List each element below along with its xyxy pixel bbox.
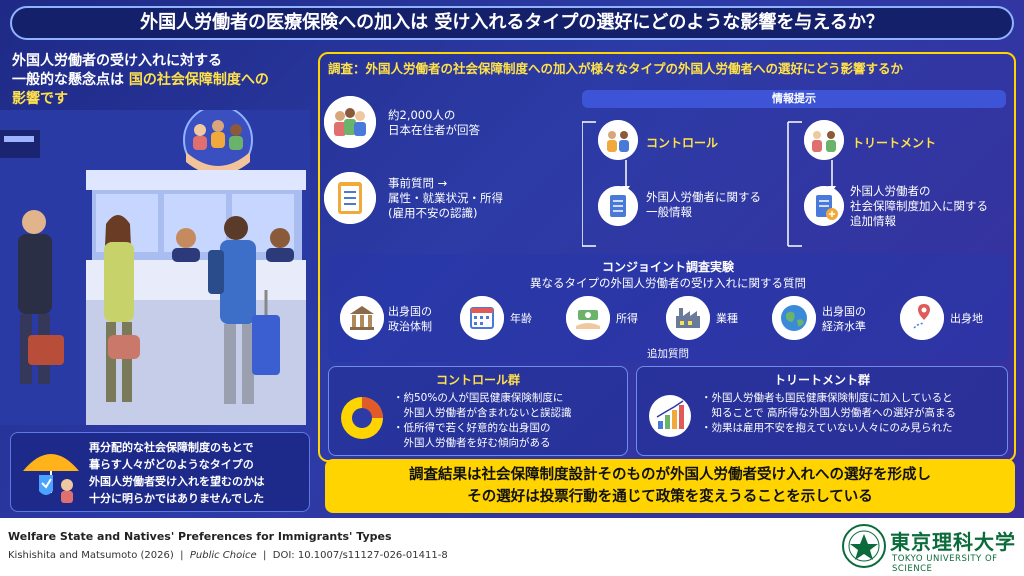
respondents-icon <box>324 96 376 148</box>
protected-people-icon <box>183 110 253 175</box>
gap-line-1: 再分配的な社会保障制度のもとで <box>89 441 254 454</box>
treatment-finding-line: ・外国人労働者も国民健康保険制度に加入していると <box>701 392 953 404</box>
control-group-box: コントロール群 ・約50%の人が国民健康保険制度に 外国人労働者が含まれないと誤… <box>328 366 628 456</box>
gap-line-4: 十分に明らかではありませんでした <box>89 492 265 505</box>
research-gap-box: 再分配的な社会保障制度のもとで 暮らす人々がどのようなタイプの 外国人労働者受け… <box>10 432 310 512</box>
airport-counter-illustration <box>0 110 310 425</box>
branch-arrows <box>582 121 836 247</box>
citation-doi[interactable]: DOI: 10.1007/s11127-026-01411-8 <box>272 550 448 561</box>
attribute-age: 年齢 <box>510 312 532 325</box>
university-name: 東京理科大学 <box>890 530 1016 554</box>
gap-line-3: 外国人労働者受け入れを望むのかは <box>89 475 265 488</box>
control-finding-line: ・約50%の人が国民健康保険制度に <box>393 392 564 404</box>
conclusion-line-1: 調査結果は社会保障制度設計そのものが外国人労働者受け入れへの選好を形成し <box>409 467 931 483</box>
treatment-people-icon <box>804 120 844 160</box>
concern-line-2b: 国の社会保障制度への <box>128 72 269 88</box>
attribute-label: 出身国の <box>822 305 866 318</box>
citation-separator: | <box>180 550 184 561</box>
page-title: 外国人労働者の医療保険への加入は 受け入れるタイプの選好にどのような影響を与える… <box>10 6 1014 40</box>
research-gap-text: 再分配的な社会保障制度のもとで 暮らす人々がどのようなタイプの 外国人労働者受け… <box>89 439 304 507</box>
gap-line-2: 暮らす人々がどのようなタイプの <box>89 458 254 471</box>
money-hand-icon <box>566 296 610 340</box>
treatment-info-line-3: 追加情報 <box>850 214 896 228</box>
pre-question-text: 事前質問 → 属性・就業状況・所得 (雇用不安の認識) <box>388 176 503 221</box>
control-finding-line: 外国人労働者を好む傾向がある <box>393 437 551 449</box>
respondents-line-1: 約2,000人の <box>388 108 456 122</box>
control-info-line-1: 外国人労働者に関する <box>646 190 761 204</box>
info-presentation-pill: 情報提示 <box>582 90 1006 108</box>
attribute-origin: 出身地 <box>950 312 983 325</box>
attribute-economic-level: 出身国の 経済水準 <box>822 304 866 334</box>
treatment-info-line-1: 外国人労働者の <box>850 184 931 198</box>
pie-chart-icon <box>341 397 383 439</box>
treatment-group-box: トリートメント群 ・外国人労働者も国民健康保険制度に加入していると 知ることで … <box>636 366 1008 456</box>
attribute-label: 経済水準 <box>822 320 866 333</box>
paper-title: Welfare State and Natives' Preferences f… <box>8 530 392 543</box>
conjoint-experiment-box: コンジョイント調査実験 異なるタイプの外国人労働者の受け入れに関する質問 出身国… <box>328 254 1008 362</box>
document-plus-icon <box>804 186 844 226</box>
treatment-finding-line: 知ることで 高所得な外国人労働者への選好が高まる <box>701 407 957 419</box>
infographic-panel: 外国人労働者の医療保険への加入は 受け入れるタイプの選好にどのような影響を与える… <box>0 0 1024 518</box>
government-building-icon <box>340 296 384 340</box>
globe-icon <box>772 296 816 340</box>
concern-line-1: 外国人労働者の受け入れに対する <box>12 53 222 69</box>
control-label: コントロール <box>646 136 719 150</box>
attribute-political-system: 出身国の 政治体制 <box>388 304 432 334</box>
respondents-text: 約2,000人の 日本在住者が回答 <box>388 108 480 138</box>
control-finding-line: 外国人労働者が含まれないと誤認識 <box>393 407 572 419</box>
university-seal-icon <box>842 524 886 568</box>
treatment-info-line-2: 社会保障制度加入に関する <box>850 199 988 213</box>
citation-separator: | <box>263 550 267 561</box>
attribute-industry: 業種 <box>716 312 738 325</box>
concern-line-3: 影響です <box>12 91 68 107</box>
control-info-line-2: 一般情報 <box>646 205 692 219</box>
factory-icon <box>666 296 710 340</box>
citation-authors: Kishishita and Matsumoto (2026) <box>8 550 174 561</box>
conjoint-subtitle: 異なるタイプの外国人労働者の受け入れに関する質問 <box>530 276 806 290</box>
attribute-income: 所得 <box>616 312 638 325</box>
control-group-findings: ・約50%の人が国民健康保険制度に 外国人労働者が含まれないと誤認識 ・低所得で… <box>393 391 625 451</box>
attribute-label: 出身国の <box>388 305 432 318</box>
concern-statement: 外国人労働者の受け入れに対する 一般的な懸念点は 国の社会保障制度への 影響です <box>12 52 312 109</box>
concern-line-2: 一般的な懸念点は 国の社会保障制度への <box>12 71 312 90</box>
university-name-english: TOKYO UNIVERSITY OF SCIENCE <box>892 554 998 574</box>
citation-journal: Public Choice <box>189 550 257 561</box>
extra-question-label: 追加質問 <box>647 348 689 360</box>
survey-heading: 調査：外国人労働者の社会保障制度への加入が様々なタイプの外国人労働者への選好にど… <box>328 61 904 76</box>
treatment-group-title: トリートメント群 <box>773 373 870 387</box>
pre-question-line-2: 属性・就業状況・所得 <box>388 191 503 205</box>
document-icon <box>598 186 638 226</box>
conclusion-banner: 調査結果は社会保障制度設計そのものが外国人労働者受け入れへの選好を形成し その選… <box>325 459 1015 513</box>
conclusion-line-2: その選好は投票行動を通じて政策を変えうることを示している <box>467 489 873 505</box>
citation: Kishishita and Matsumoto (2026) | Public… <box>8 550 448 561</box>
respondents-line-2: 日本在住者が回答 <box>388 123 480 137</box>
treatment-group-findings: ・外国人労働者も国民健康保険制度に加入していると 知ることで 高所得な外国人労働… <box>701 391 1005 436</box>
attribute-label: 政治体制 <box>388 320 432 333</box>
treatment-info-text: 外国人労働者の 社会保障制度加入に関する 追加情報 <box>850 184 988 229</box>
clipboard-icon <box>324 172 376 224</box>
control-finding-line: ・低所得で若く好意的な出身国の <box>393 422 551 434</box>
conjoint-title: コンジョイント調査実験 <box>601 260 734 274</box>
map-pin-icon <box>900 296 944 340</box>
treatment-label: トリートメント <box>852 136 937 150</box>
control-group-title: コントロール群 <box>435 373 520 387</box>
pre-question-line-1: 事前質問 → <box>388 176 448 190</box>
survey-panel: 調査：外国人労働者の社会保障制度への加入が様々なタイプの外国人労働者への選好にど… <box>318 52 1016 462</box>
concern-line-2a: 一般的な懸念点は <box>12 72 129 88</box>
calendar-icon <box>460 296 504 340</box>
control-people-icon <box>598 120 638 160</box>
pre-question-line-3: (雇用不安の認識) <box>388 206 478 220</box>
growth-chart-icon <box>649 395 691 437</box>
control-info-text: 外国人労働者に関する 一般情報 <box>646 190 761 220</box>
umbrella-shield-icon <box>23 454 79 503</box>
treatment-finding-line: ・効果は雇用不安を抱えていない人々にのみ見られた <box>701 422 953 434</box>
